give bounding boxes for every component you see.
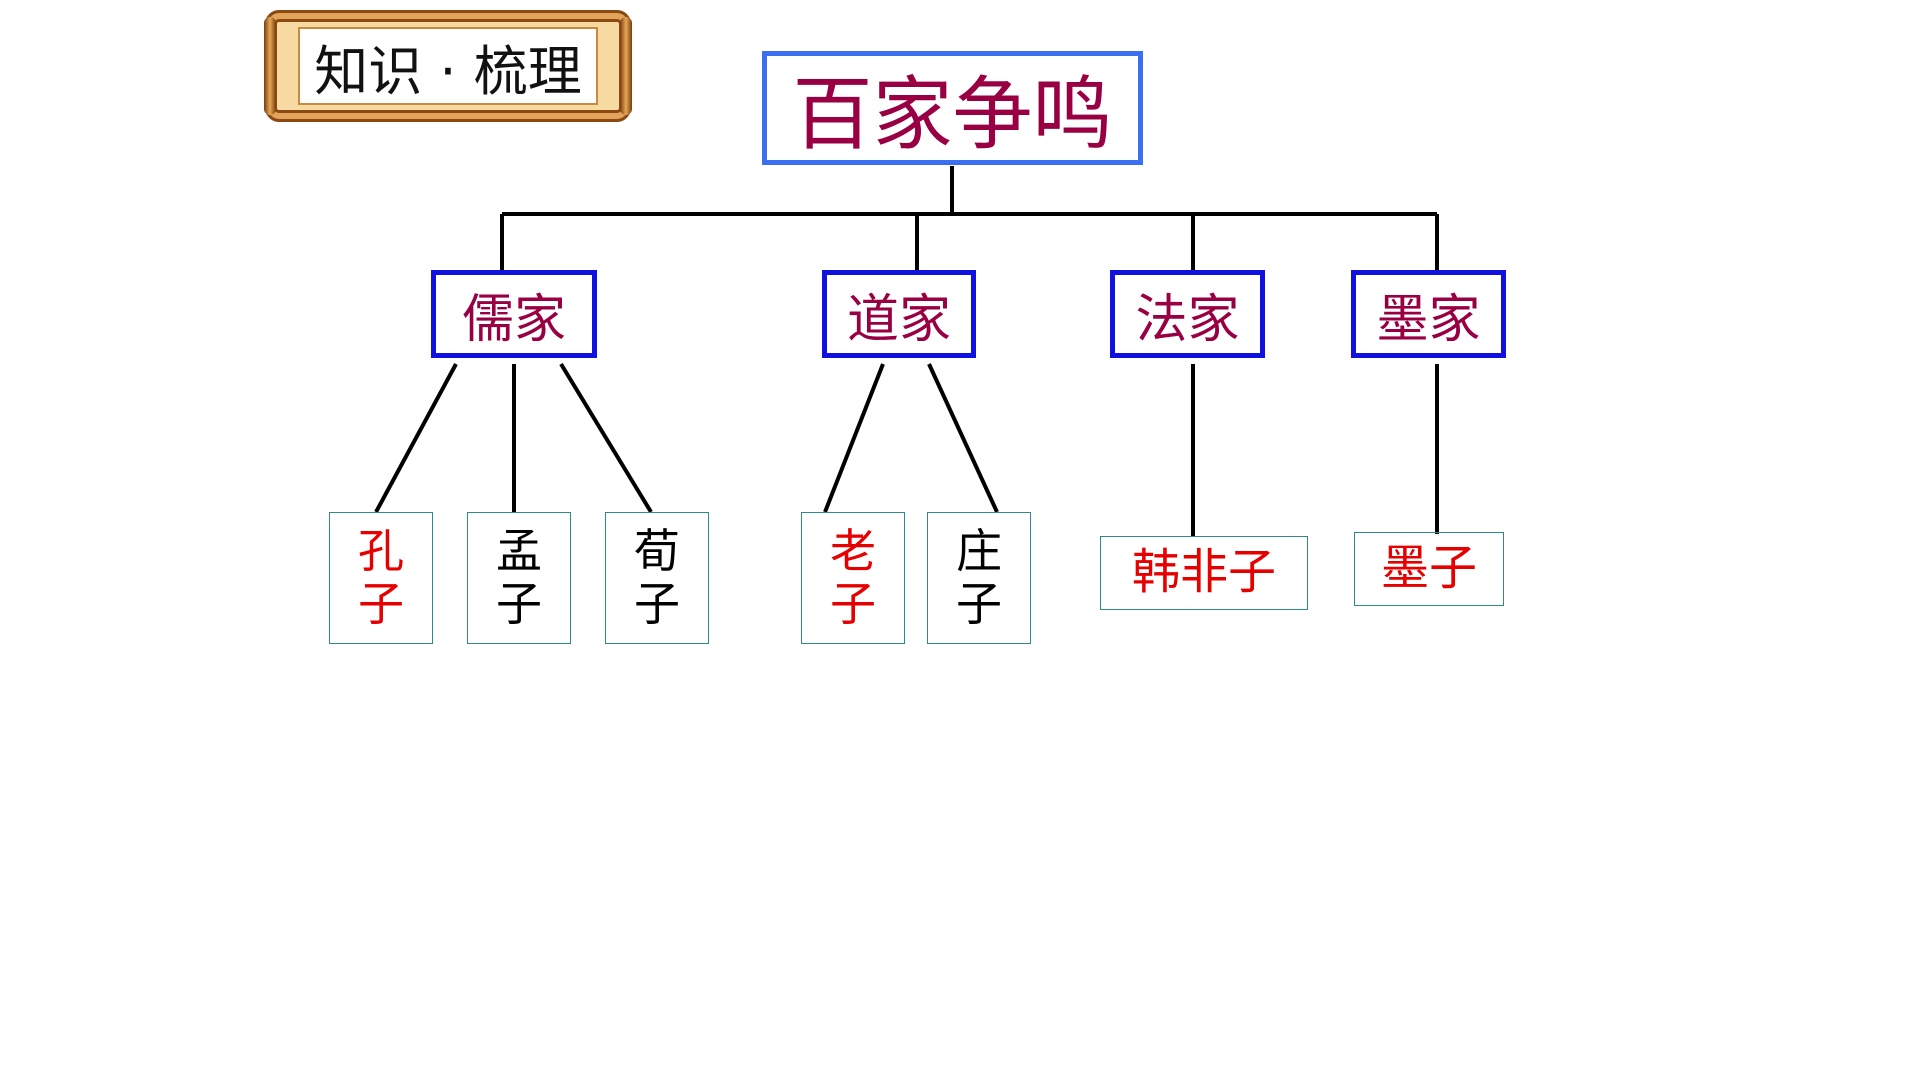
- person-node-kongzi: 孔 子: [329, 512, 433, 644]
- person-node-hanfeizi: 韩非子: [1100, 536, 1308, 610]
- person-char: 子: [496, 577, 542, 631]
- line-to-kongzi: [374, 363, 458, 513]
- person-char: 庄: [956, 524, 1002, 579]
- section-title-banner: 知识 · 梳理: [264, 10, 632, 122]
- school-node-fajia: 法家: [1110, 270, 1265, 358]
- person-node-zhuangzi: 庄 子: [927, 512, 1031, 644]
- person-char: 荀: [634, 524, 680, 579]
- school-node-mojia: 墨家: [1351, 270, 1506, 358]
- school-node-daojia: 道家: [822, 270, 976, 358]
- person-char: 子: [634, 577, 680, 631]
- line-to-zhuangzi: [927, 363, 999, 513]
- line-to-xunzi: [559, 362, 653, 514]
- person-char: 孔: [358, 524, 404, 579]
- person-char: 子: [358, 577, 404, 631]
- person-char: 老: [830, 524, 876, 579]
- person-char: 子: [956, 577, 1002, 631]
- scroll-roll-right: [620, 17, 632, 115]
- line-to-laozi: [823, 363, 885, 513]
- person-node-mengzi: 孟 子: [467, 512, 571, 644]
- person-node-laozi: 老 子: [801, 512, 905, 644]
- person-node-mozi: 墨子: [1354, 532, 1504, 606]
- root-node: 百家争鸣: [762, 51, 1143, 165]
- person-node-xunzi: 荀 子: [605, 512, 709, 644]
- scroll-roll-left: [264, 17, 276, 115]
- person-char: 子: [830, 577, 876, 631]
- section-title: 知识 · 梳理: [298, 27, 598, 105]
- person-char: 孟: [496, 524, 542, 579]
- school-node-rujia: 儒家: [431, 270, 597, 358]
